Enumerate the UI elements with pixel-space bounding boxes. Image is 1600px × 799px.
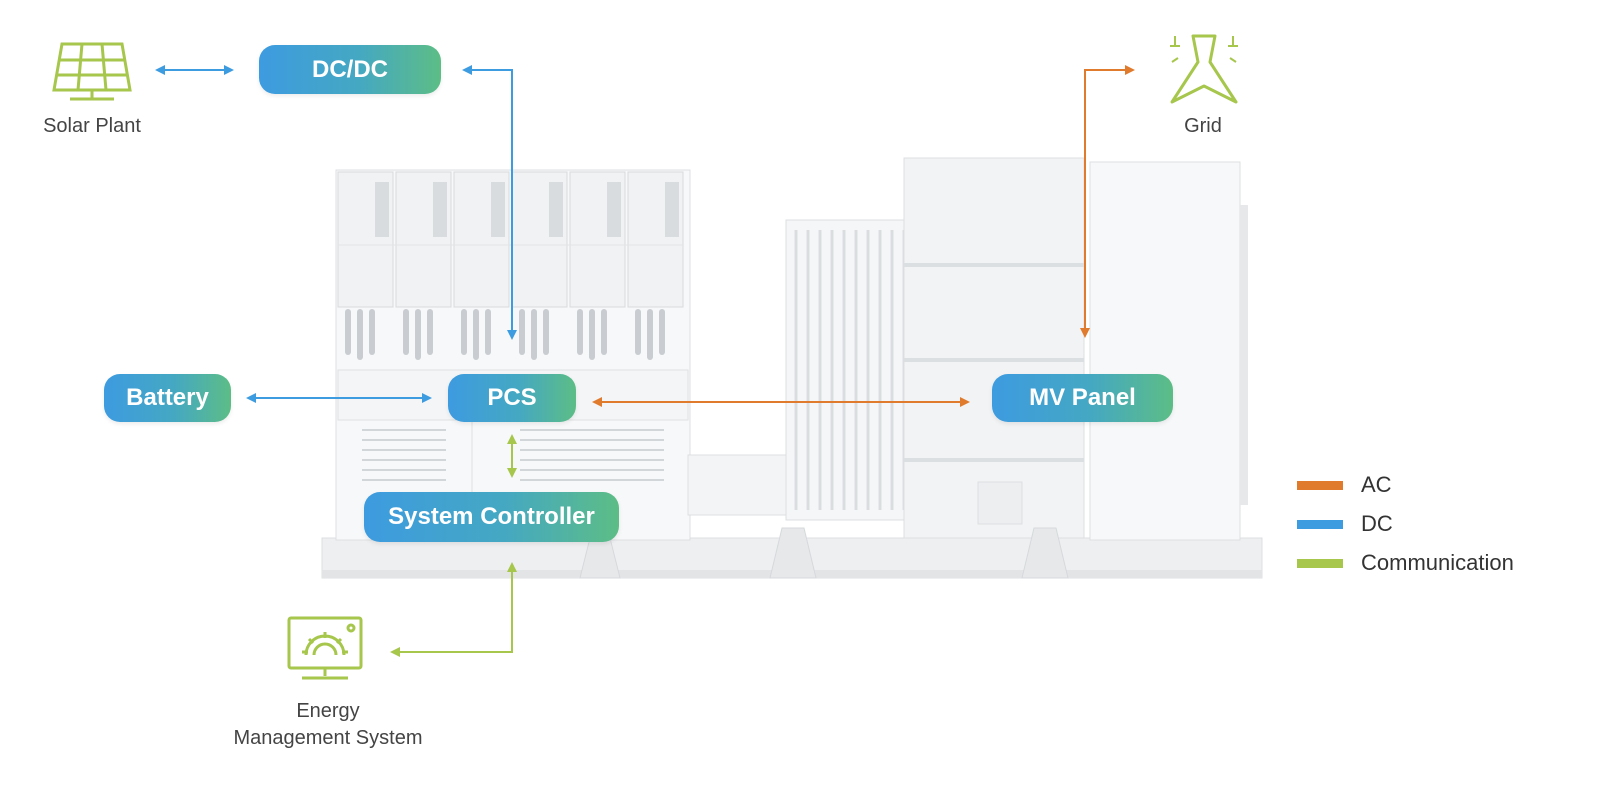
controller-to-ems-arrow — [390, 562, 517, 657]
pcs-node: PCS — [448, 374, 576, 422]
dcdc-to-pcs-arrow — [462, 65, 517, 340]
ems-label-line1: Energy — [296, 700, 360, 722]
ems-label: Energy Management System — [208, 698, 448, 752]
transmission-tower-icon — [1170, 34, 1238, 104]
skid-feet — [579, 527, 1069, 579]
legend-swatch-communication — [1297, 558, 1343, 568]
legend-item-ac: AC — [1297, 472, 1392, 498]
dc-connections — [155, 65, 517, 403]
pcs-cabinet — [335, 169, 691, 541]
ac-connections — [592, 65, 1135, 407]
communication-connections — [390, 434, 517, 657]
battery-node: Battery — [104, 374, 231, 422]
connector-duct — [687, 454, 799, 516]
grid-to-mv-panel-arrow — [1080, 65, 1135, 338]
mv-panel-node: MV Panel — [992, 374, 1173, 422]
solar-panel-icon — [52, 42, 132, 101]
system-controller-node: System Controller — [364, 492, 619, 542]
transformer — [785, 157, 1085, 539]
legend-swatch-dc — [1297, 519, 1343, 529]
legend-label-communication: Communication — [1361, 550, 1514, 575]
legend-label-dc: DC — [1361, 511, 1393, 536]
dcdc-node: DC/DC — [259, 45, 441, 94]
legend-item-communication: Communication — [1297, 550, 1514, 576]
legend-label-ac: AC — [1361, 472, 1392, 497]
solar-plant-label: Solar Plant — [43, 115, 141, 137]
legend-swatch-ac — [1297, 480, 1343, 490]
ems-label-line2: Management System — [233, 727, 423, 749]
legend-item-dc: DC — [1297, 511, 1393, 537]
monitor-gear-icon — [287, 616, 363, 680]
grid-label: Grid — [1184, 115, 1222, 137]
